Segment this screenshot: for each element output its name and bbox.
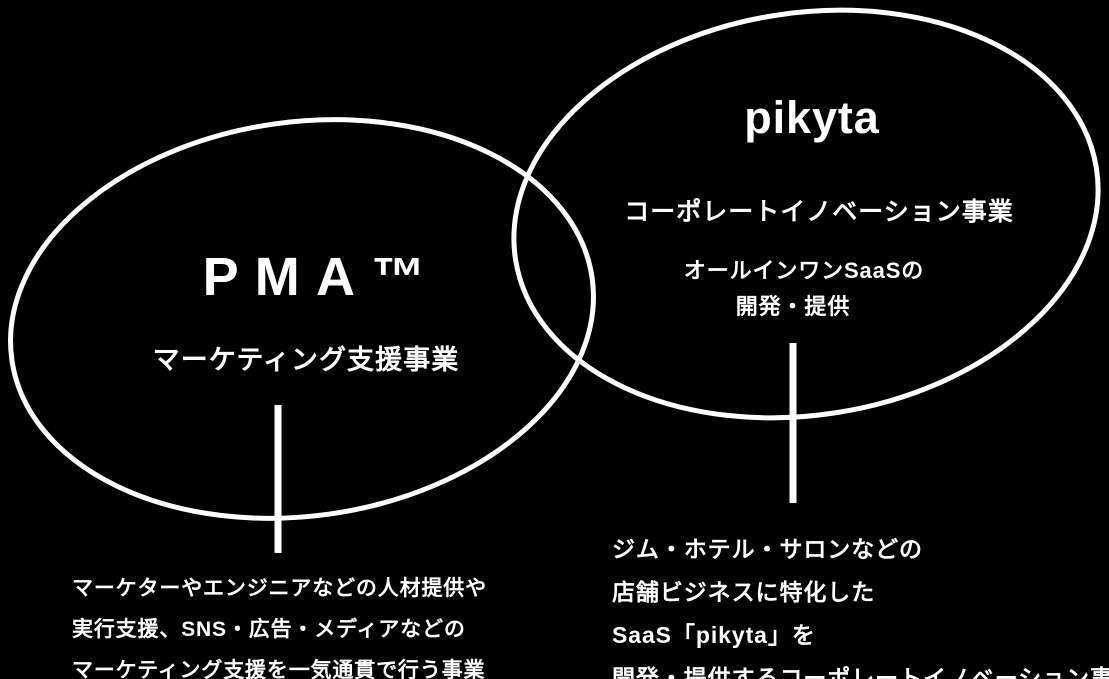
right-circle-title: pikyta	[744, 92, 880, 143]
right-circle-note-line-2: 開発・提供	[735, 294, 851, 319]
right-circle-subtitle: コーポレートイノベーション事業	[624, 198, 1014, 226]
right-ellipse	[511, 7, 1101, 421]
left-description-line-3: マーケティング支援を一気通貫で行う事業	[72, 659, 486, 679]
right-description-line-4: 開発・提供するコーポレートイノベーション事業	[612, 665, 1109, 679]
left-circle-subtitle: マーケティング支援事業	[152, 345, 460, 375]
left-description-line-2: 実行支援、SNS・広告・メディアなどの	[72, 618, 466, 641]
left-ellipse	[8, 117, 596, 521]
right-description-line-2: 店舗ビジネスに特化した	[612, 579, 876, 605]
right-circle-description: ジム・ホテル・サロンなどの 店舗ビジネスに特化した SaaS「pikyta」を …	[612, 528, 1109, 679]
left-description-line-1: マーケターやエンジニアなどの人材提供や	[72, 577, 487, 600]
right-description-line-1: ジム・ホテル・サロンなどの	[612, 536, 923, 562]
right-description-line-3: SaaS「pikyta」を	[612, 622, 816, 648]
left-circle-title: PMA™	[202, 247, 442, 307]
left-circle-description: マーケターやエンジニアなどの人材提供や 実行支援、SNS・広告・メディアなどの …	[72, 568, 487, 679]
right-circle-note-line-1: オールインワンSaaSの	[683, 258, 925, 283]
